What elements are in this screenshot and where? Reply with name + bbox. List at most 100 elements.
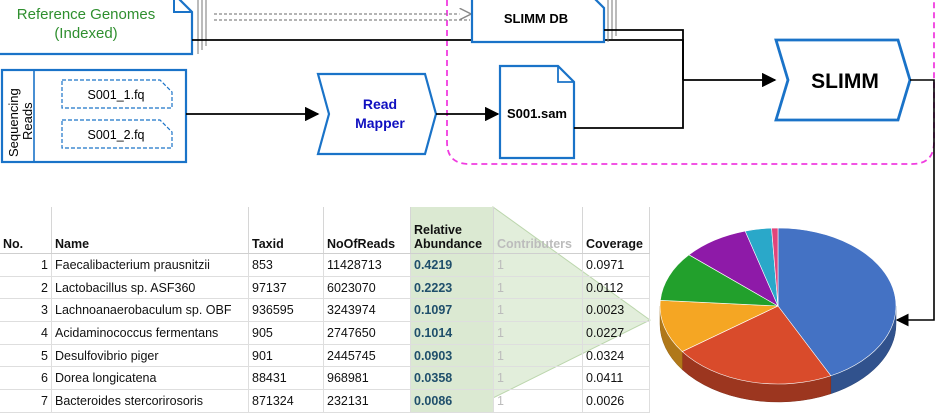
read-file-1-doc [61,79,173,109]
reference-genomes-node: Reference Genomes (Indexed) [0,0,207,56]
cell-taxid: 853 [248,253,324,277]
cell-coverage: 0.0324 [582,344,650,368]
cell-name: Bacteroides stercorirosoris [51,389,249,413]
read-file-2-doc [61,119,173,149]
cell-name: Lactobacillus sp. ASF360 [51,276,249,300]
cell-contributers: 1 [493,366,583,391]
cell-relative-abundance: 0.0903 [410,344,494,368]
slimm-to-result-arrow [895,79,935,327]
abundance-table-container: No. Name Taxid NoOfReads Relative Abunda… [0,207,656,413]
header-no: No. [0,207,52,254]
cell-noofreads: 11428713 [323,253,411,277]
cell-relative-abundance: 0.1014 [410,321,494,345]
cell-coverage: 0.0112 [582,276,650,300]
cell-noofreads: 3243974 [323,298,411,323]
pie-slice-2 [681,305,832,385]
header-name: Name [51,207,249,254]
cell-no: 2 [0,276,52,300]
abundance-pie-chart [659,227,897,403]
cell-no: 6 [0,366,52,391]
pie-slice-3 [659,300,779,352]
reference-genomes-sublabel: (Indexed) [54,25,117,42]
cell-contributers: 1 [493,298,583,323]
cell-contributers: 1 [493,344,583,368]
header-relative-abundance: Relative Abundance [410,207,494,254]
cell-noofreads: 2445745 [323,344,411,368]
cell-taxid: 901 [248,344,324,368]
read-mapper-shape [316,72,438,156]
cell-contributers: 1 [493,389,583,413]
cell-coverage: 0.0023 [582,298,650,323]
pie-slice-1 [777,227,897,377]
cell-relative-abundance: 0.1097 [410,298,494,323]
sam-to-slimm-connector [574,80,684,129]
cell-relative-abundance: 0.0358 [410,366,494,391]
cell-noofreads: 2747650 [323,321,411,345]
sequencing-reads-sublabel: Reads [20,102,35,140]
cell-taxid: 88431 [248,366,324,391]
sam-file-doc [498,64,576,160]
read-mapper-node: Read Mapper [316,72,438,156]
pie-slice-4 [659,254,779,307]
sequencing-reads-node: Sequencing Reads S001_1.fq S001_2.fq [0,68,188,164]
slimm-label: SLIMM [811,70,879,93]
read-mapper-label: Read [363,96,397,112]
cell-noofreads: 232131 [323,389,411,413]
cell-relative-abundance: 0.4219 [410,253,494,277]
cell-no: 1 [0,253,52,277]
header-noofreads: NoOfReads [323,207,411,254]
cell-taxid: 936595 [248,298,324,323]
cell-taxid: 871324 [248,389,324,413]
cell-coverage: 0.0026 [582,389,650,413]
cell-no: 7 [0,389,52,413]
read-file-2-label: S001_2.fq [88,128,145,142]
cell-no: 3 [0,298,52,323]
cell-noofreads: 6023070 [323,276,411,300]
header-coverage: Coverage [582,207,650,254]
slimm-region-border [446,0,935,165]
cell-taxid: 97137 [248,276,324,300]
slimm-node: SLIMM [774,38,912,122]
cell-name: Acidaminococcus fermentans [51,321,249,345]
cell-name: Dorea longicatena [51,366,249,391]
cell-name: Desulfovibrio piger [51,344,249,368]
abundance-table: No. Name Taxid NoOfReads Relative Abunda… [0,207,650,413]
db-to-slimm-connector [604,29,684,80]
cell-relative-abundance: 0.0086 [410,389,494,413]
cell-relative-abundance: 0.2223 [410,276,494,300]
header-contributers: Contributers [493,207,583,254]
reference-to-slimm-connector [192,39,684,80]
sam-file-node: S001.sam [498,64,576,160]
sam-file-label: S001.sam [507,106,567,121]
cell-contributers: 1 [493,276,583,300]
reference-genomes-doc [0,0,194,56]
sequencing-reads-label: Sequencing [6,88,21,157]
cell-coverage: 0.0411 [582,366,650,391]
slimm-db-node: SLIMM DB [470,0,617,44]
cell-coverage: 0.0227 [582,321,650,345]
cell-coverage: 0.0971 [582,253,650,277]
slimm-db-doc [470,0,606,44]
cell-name: Lachnoanaerobaculum sp. OBF [51,298,249,323]
slimm-shape [774,38,912,122]
cell-taxid: 905 [248,321,324,345]
slimm-db-label: SLIMM DB [504,11,568,26]
cell-no: 4 [0,321,52,345]
cell-contributers: 1 [493,253,583,277]
cell-contributers: 1 [493,321,583,345]
pie-slice-7 [771,227,779,307]
read-mapper-sublabel: Mapper [355,115,405,131]
cell-name: Faecalibacterium prausnitzii [51,253,249,277]
reference-genomes-label: Reference Genomes [17,6,155,23]
cell-no: 5 [0,344,52,368]
read-file-1-label: S001_1.fq [88,88,145,102]
header-taxid: Taxid [248,207,324,254]
table-header-row: No. Name Taxid NoOfReads Relative Abunda… [0,207,650,254]
